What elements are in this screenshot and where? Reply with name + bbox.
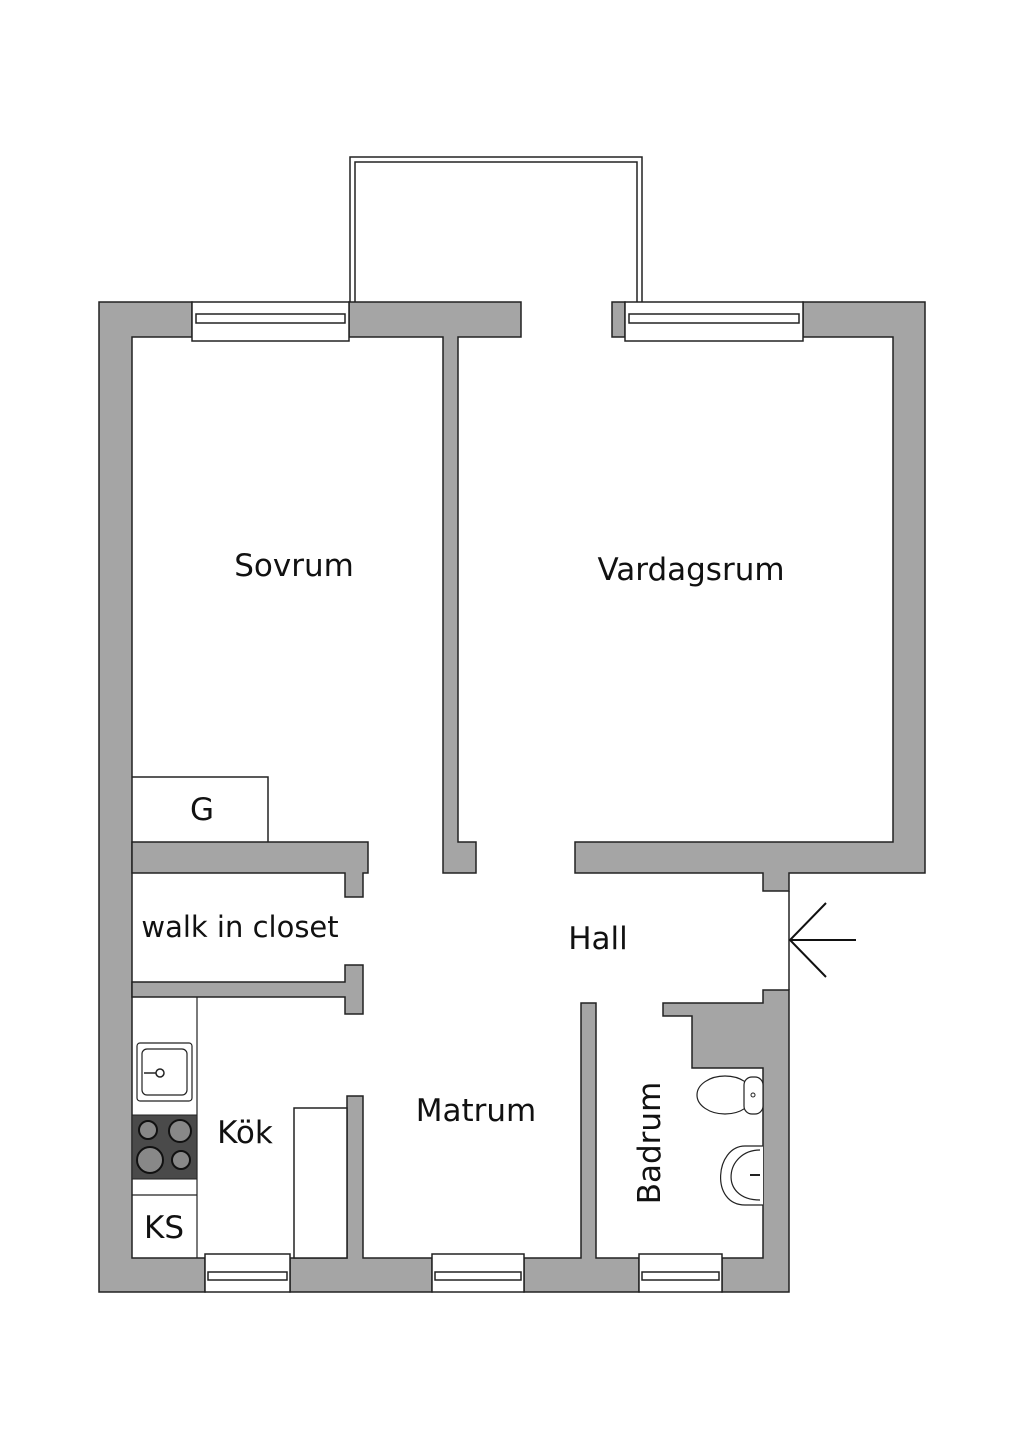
room-label-walk-in-closet: walk in closet — [141, 910, 338, 944]
room-label-kok: Kök — [217, 1115, 273, 1151]
label-ks: KS — [144, 1210, 184, 1246]
windows — [191, 301, 804, 1293]
balcony — [349, 156, 643, 302]
room-label-vardagsrum: Vardagsrum — [597, 552, 784, 588]
room-label-badrum: Badrum — [632, 1082, 668, 1205]
entrance-arrow-icon — [788, 891, 856, 990]
room-label-hall: Hall — [568, 921, 628, 957]
toilet-icon — [696, 1075, 764, 1115]
washbasin-icon — [720, 1145, 763, 1206]
kitchen-counter — [132, 997, 348, 1259]
room-label-matrum: Matrum — [416, 1093, 537, 1129]
room-label-sovrum: Sovrum — [234, 548, 354, 584]
room-label-wardrobe: G — [190, 792, 214, 828]
stove-icon — [131, 1114, 198, 1180]
sink-icon — [136, 1042, 193, 1102]
wardrobe — [132, 776, 269, 842]
